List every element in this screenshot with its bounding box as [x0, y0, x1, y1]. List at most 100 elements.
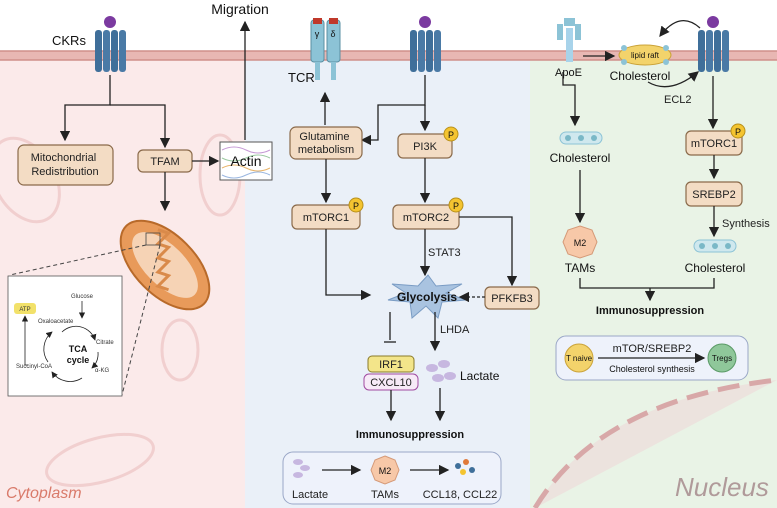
lipid-raft-label: lipid raft	[631, 51, 660, 60]
mtorc2-label: mTORC2	[403, 212, 449, 224]
m2-tam-icon	[370, 455, 400, 485]
receptor-to-raft-arrow	[659, 20, 701, 38]
ckrs-label: CKRs	[52, 33, 86, 48]
merge-bracket	[579, 278, 715, 289]
tca-inset: Glucose ATP Oxaloacetate Citrate Succiny…	[7, 275, 123, 397]
right-m2-label: M2	[574, 238, 587, 248]
stat3-label: STAT3	[428, 247, 461, 259]
glutamine-label: Glutamine metabolism	[298, 131, 354, 156]
apoe-receptor-icon	[557, 18, 581, 62]
bottom-lactate-label: Lactate	[292, 489, 328, 501]
cholesterol-left-icon	[559, 131, 603, 145]
svg-text:P: P	[448, 130, 454, 140]
right-tams-label: TAMs	[565, 261, 595, 275]
tca-arc-2	[91, 351, 99, 369]
mtorc1-to-glycolysis-arrow	[325, 229, 372, 301]
lactate-icon	[426, 360, 456, 382]
pi3k-p-badge	[443, 126, 459, 142]
tcr-label: TCR	[288, 70, 315, 85]
apoe-to-cholesterol-arrow	[562, 72, 581, 127]
cholesterol-top-label: Cholesterol	[610, 69, 671, 83]
svg-text:P: P	[353, 201, 359, 211]
zoom-line-bottom	[121, 244, 161, 396]
srebp2-label: SREBP2	[692, 189, 735, 201]
ckrs-receptor-icon	[95, 16, 126, 72]
irf1-box	[367, 355, 415, 373]
tca-label: TCA	[69, 344, 88, 354]
cholesterol-right-icon	[693, 239, 737, 253]
mitochondrion-icon	[119, 219, 211, 311]
mito-redistribution-box	[17, 144, 114, 186]
actin-icon	[219, 141, 273, 181]
irf1-label: IRF1	[379, 359, 403, 371]
tregs-label: Tregs	[712, 354, 732, 363]
middle-receptor-icon	[410, 16, 441, 72]
oxaloacetate-label: Oxaloacetate	[38, 319, 74, 325]
atp-label: ATP	[19, 307, 30, 313]
pfkfb3-box	[484, 286, 540, 310]
cytoplasm-label: Cytoplasm	[6, 485, 82, 502]
right-mtorc1-label: mTORC1	[691, 138, 737, 150]
cxcl10-label: CXCL10	[370, 377, 412, 389]
cholesterol-right-label: Cholesterol	[685, 261, 746, 275]
pi3k-label: PI3K	[413, 141, 438, 153]
tca-arc-3	[51, 371, 83, 382]
right-immunosuppression-label: Immunosuppression	[596, 305, 704, 317]
lactate-small-icon	[293, 459, 310, 478]
svg-text:P: P	[735, 127, 741, 137]
glycolysis-label: Glycolysis	[397, 290, 457, 304]
cholesterol-to-receptor-arrow	[647, 71, 700, 88]
chol-synthesis-label: Cholesterol synthesis	[609, 364, 695, 374]
mtorc2-to-pfkfb3-arrow	[459, 216, 518, 287]
background-mitochondria	[0, 133, 242, 488]
actin-label: Actin	[230, 153, 261, 169]
tca-arc-1	[61, 325, 97, 341]
tcr-gamma-label: γ	[315, 29, 320, 39]
chemokine-icon	[455, 459, 475, 475]
ckr-to-tfam-arrow	[110, 104, 171, 149]
pfkfb3-label: PFKFB3	[491, 293, 533, 305]
atp-arrow	[21, 315, 29, 366]
lhda-label: LHDA	[440, 324, 470, 336]
succinyl-label: Succinyl-CoA	[16, 364, 52, 370]
nucleus-shape	[535, 380, 777, 508]
tca-arc-4	[43, 331, 53, 363]
right-receptor-icon	[698, 16, 729, 72]
receptor-to-glutamine-arrow	[360, 75, 426, 146]
right-mtorc1-p-badge	[730, 123, 746, 139]
tcr-delta-label: δ	[330, 29, 335, 39]
cholesterol-left-label: Cholesterol	[550, 151, 611, 165]
mito-redistribution-label: Mitochondrial Redistribution	[31, 152, 99, 178]
mtorc2-p-badge	[448, 197, 464, 213]
svg-text:P: P	[453, 201, 459, 211]
citrate-label: Citrate	[96, 340, 114, 346]
t-naive-cell-icon	[564, 343, 594, 373]
nucleus-label: Nucleus	[675, 472, 769, 502]
akg-label: α-KG	[95, 368, 109, 374]
zoom-line-top	[9, 244, 147, 276]
mid-immunosuppression-label: Immunosuppression	[356, 429, 464, 441]
lactate-label: Lactate	[460, 369, 500, 383]
mtor-srebp2-label: mTOR/SREBP2	[613, 343, 692, 355]
ccl-label: CCL18, CCL22	[423, 489, 498, 501]
atp-box	[14, 303, 36, 314]
apoe-label: ApoE	[555, 67, 582, 79]
nuclear-envelope	[532, 377, 777, 508]
ecl2-label: ECL2	[664, 94, 692, 106]
t-naive-label: T naive	[566, 354, 593, 363]
synthesis-label: Synthesis	[722, 218, 770, 230]
tams-label: TAMs	[371, 489, 399, 501]
right-m2-tam-icon	[562, 225, 598, 259]
ckr-to-redistribution-arrow	[59, 75, 111, 142]
migration-label: Migration	[211, 1, 269, 17]
tcr-receptor-icon	[310, 18, 341, 80]
mid-mtorc1-label: mTORC1	[303, 212, 349, 224]
cycle-label: cycle	[67, 355, 90, 365]
glycolysis-star	[387, 274, 467, 319]
lipid-raft-icon	[618, 44, 672, 66]
glucose-label: Glucose	[71, 294, 94, 300]
tfam-label: TFAM	[150, 156, 179, 168]
mtorc1-p-badge	[348, 197, 364, 213]
